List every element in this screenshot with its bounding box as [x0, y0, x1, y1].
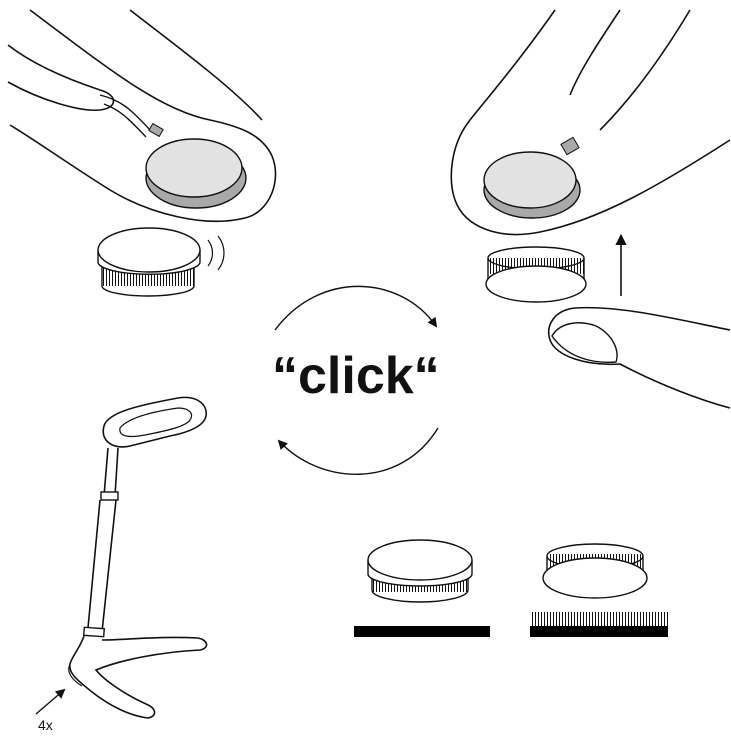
stool-seat-inner — [119, 407, 193, 438]
click-label: “click“ — [272, 347, 440, 405]
gripper-arm-upper — [9, 9, 277, 223]
stool-base-foot — [68, 663, 83, 687]
fingernail — [551, 322, 618, 363]
quantity-label: 4x — [38, 717, 53, 733]
cap-right — [485, 246, 587, 303]
gripper-arm-top — [129, 9, 263, 121]
stool-base-collar — [82, 626, 106, 638]
battery-face-right — [483, 151, 577, 209]
stool-column-lower — [87, 499, 117, 633]
motion-mark-2 — [217, 235, 225, 271]
battery-tab — [560, 136, 580, 156]
carpet-bristles — [530, 612, 668, 626]
rotate-arrow-top — [274, 285, 438, 331]
carpet-floor-bar — [530, 626, 668, 637]
stool-seat — [102, 396, 207, 448]
rotate-arrow-bottom — [277, 427, 439, 475]
finger-pushing — [548, 306, 731, 409]
count-arrow — [35, 688, 66, 715]
tweezer-tip — [148, 122, 164, 138]
motion-mark-1 — [207, 239, 214, 267]
step-insert-battery — [450, 9, 731, 409]
gripper-upper-right — [599, 9, 691, 131]
finger-outline — [7, 44, 115, 111]
cap-smooth-option — [354, 539, 490, 637]
battery-face — [145, 138, 243, 198]
tweezer-tool — [99, 94, 151, 138]
gripper-outline-right — [450, 9, 731, 236]
stool-base — [69, 635, 208, 719]
stool-collar — [100, 491, 119, 501]
step-remove-battery — [7, 9, 277, 297]
stool — [35, 396, 208, 719]
cap-left — [97, 227, 201, 297]
cap-knurled-option — [530, 543, 668, 637]
gripper-inner-right — [569, 9, 621, 96]
stool-column-upper — [103, 447, 119, 497]
smooth-floor-bar — [354, 626, 490, 637]
